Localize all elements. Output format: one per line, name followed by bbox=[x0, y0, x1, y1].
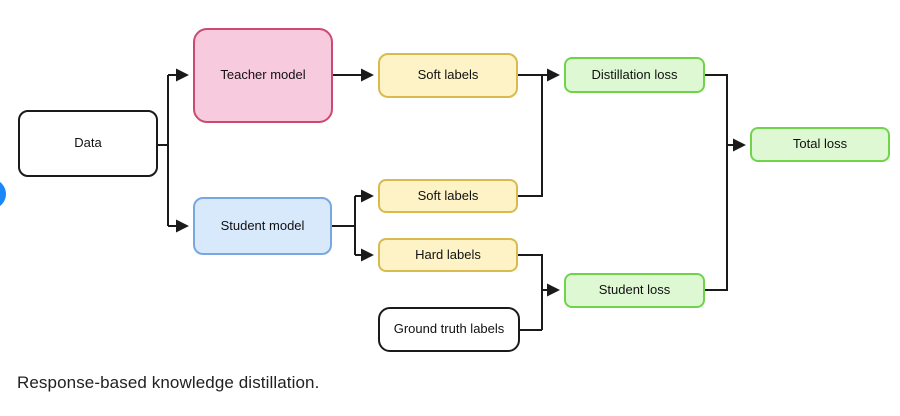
node-distillation-loss: Distillation loss bbox=[564, 57, 705, 93]
node-total-loss: Total loss bbox=[750, 127, 890, 162]
node-teacher-model-label: Teacher model bbox=[220, 67, 306, 83]
edge-losses-trunk bbox=[705, 74, 728, 291]
node-soft-labels-teacher: Soft labels bbox=[378, 53, 518, 98]
node-hard-labels-label: Hard labels bbox=[415, 246, 481, 262]
edge-student-trunk bbox=[332, 196, 356, 255]
node-distillation-loss-label: Distillation loss bbox=[591, 66, 678, 82]
figure-caption: Response-based knowledge distillation. bbox=[17, 373, 320, 392]
node-total-loss-label: Total loss bbox=[792, 136, 848, 152]
node-soft-labels-student: Soft labels bbox=[378, 179, 518, 213]
edge-data-trunk bbox=[158, 75, 169, 226]
node-teacher-model: Teacher model bbox=[193, 28, 333, 123]
node-student-model: Student model bbox=[193, 197, 332, 255]
node-student-loss: Student loss bbox=[564, 273, 705, 308]
node-soft-labels-student-label: Soft labels bbox=[417, 187, 479, 203]
node-ground-truth-labels: Ground truth labels bbox=[378, 307, 520, 352]
node-student-model-label: Student model bbox=[220, 217, 305, 233]
edge-indicator-button[interactable] bbox=[0, 179, 6, 209]
node-ground-truth-labels-label: Ground truth labels bbox=[393, 321, 505, 337]
node-hard-labels: Hard labels bbox=[378, 238, 518, 272]
node-soft-labels-teacher-label: Soft labels bbox=[417, 67, 479, 83]
node-data: Data bbox=[18, 110, 158, 177]
edge-hardlabels-out bbox=[518, 254, 543, 331]
edge-softlabels2-join bbox=[518, 75, 543, 197]
node-student-loss-label: Student loss bbox=[598, 282, 671, 298]
node-data-label: Data bbox=[74, 135, 102, 151]
